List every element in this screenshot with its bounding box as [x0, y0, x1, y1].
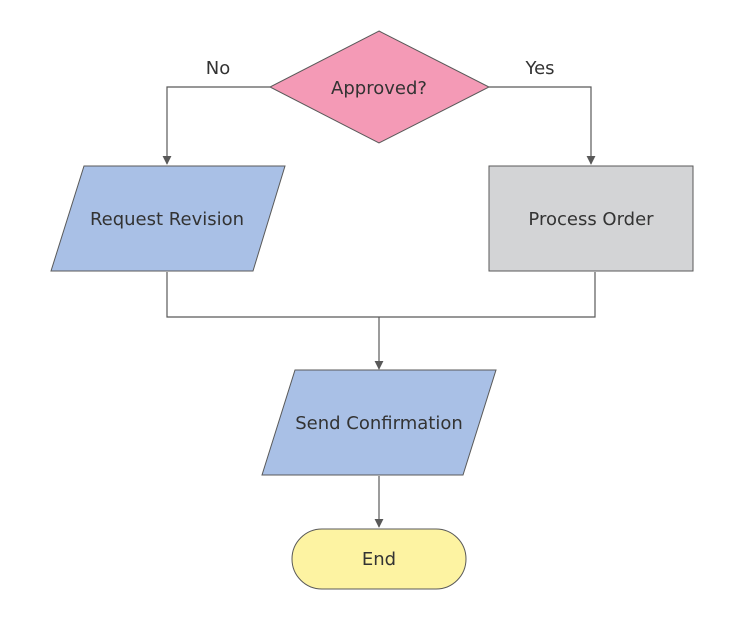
end-label: End — [362, 549, 396, 570]
edge-decision-to-request-revision — [162, 86, 270, 165]
edge-request-revision-merge — [166, 272, 379, 318]
edge-decision-to-process-order — [489, 86, 596, 165]
edge-process-order-merge — [379, 272, 596, 318]
node-request-revision: Request Revision — [50, 165, 286, 272]
edge-label-no: No — [206, 58, 230, 79]
request-revision-label: Request Revision — [90, 209, 244, 230]
process-order-label: Process Order — [528, 209, 654, 230]
node-decision: Approved? — [268, 30, 491, 144]
end-terminator — [291, 528, 467, 590]
send-confirmation-label: Send Confirmation — [295, 413, 463, 434]
edge-label-yes: Yes — [524, 58, 554, 79]
node-send-confirmation: Send Confirmation — [261, 369, 497, 476]
request-revision-parallelogram — [50, 165, 286, 272]
decision-diamond — [268, 30, 491, 144]
decision-label: Approved? — [331, 78, 427, 99]
node-end: End — [291, 528, 467, 590]
process-order-rect — [488, 165, 694, 272]
node-process-order: Process Order — [488, 165, 694, 272]
send-confirmation-parallelogram — [261, 369, 497, 476]
